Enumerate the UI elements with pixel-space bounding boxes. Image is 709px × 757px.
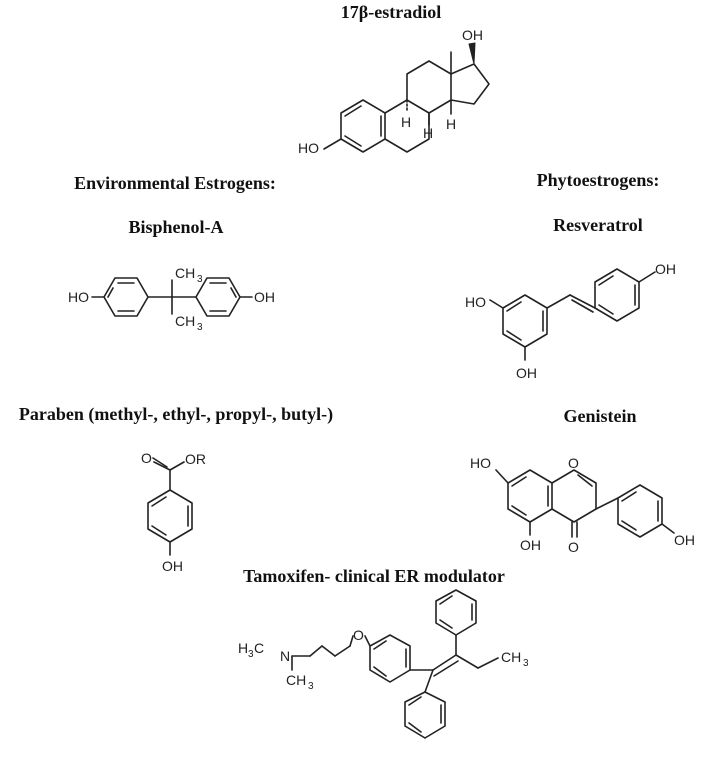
- resveratrol-oh-bottom: OH: [516, 365, 537, 381]
- genistein-ho-label: HO: [470, 455, 491, 471]
- estradiol-h-label-1: H: [401, 114, 411, 130]
- heading-bisphenol-a: Bisphenol-A: [128, 217, 224, 237]
- heading-paraben: Paraben (methyl-, ethyl-, propyl-, butyl…: [18, 404, 334, 424]
- heading-estradiol: 17β-estradiol: [340, 2, 442, 22]
- estradiol-structure: OH HO H H H: [298, 27, 490, 156]
- estradiol-h-label-2: H: [423, 125, 433, 141]
- tamoxifen-ch3-lower-sub: 3: [308, 681, 314, 692]
- paraben-oh-label: OH: [162, 558, 183, 574]
- bpa-ho-label: HO: [68, 289, 89, 305]
- tamoxifen-h3c-sub: 3: [248, 649, 254, 660]
- genistein-carbonyl-o-label: O: [568, 539, 579, 555]
- heading-genistein: Genistein: [563, 406, 637, 426]
- paraben-structure: O OR OH: [141, 450, 206, 574]
- bpa-ch3-bottom-label: CH: [175, 313, 195, 329]
- paraben-o-label: O: [141, 450, 152, 466]
- tamoxifen-n-label: N: [280, 648, 290, 664]
- tamoxifen-ch3-lower: CH: [286, 672, 306, 688]
- bpa-ch3-top-sub: 3: [197, 274, 203, 285]
- bisphenol-a-structure: HO OH CH 3 CH 3: [68, 265, 275, 333]
- heading-resveratrol: Resveratrol: [553, 215, 643, 235]
- tamoxifen-h3c-label: H: [238, 640, 248, 656]
- heading-tamoxifen: Tamoxifen- clinical ER modulator: [243, 566, 505, 586]
- heading-environmental-estrogens: Environmental Estrogens:: [74, 173, 276, 193]
- tamoxifen-structure: N O H 3 C CH 3 CH 3: [238, 589, 529, 739]
- tamoxifen-ch3-right-sub: 3: [523, 658, 529, 669]
- heading-phytoestrogens: Phytoestrogens:: [536, 170, 660, 190]
- genistein-oh-right-label: OH: [674, 532, 695, 548]
- genistein-ring-o-label: O: [568, 455, 579, 471]
- estradiol-oh-label: OH: [462, 27, 483, 43]
- genistein-oh-bottom-label: OH: [520, 537, 541, 553]
- paraben-or-label: OR: [185, 451, 206, 467]
- genistein-structure: O O HO OH OH: [470, 455, 695, 555]
- resveratrol-structure: OH HO OH: [465, 261, 676, 381]
- bpa-ch3-top-label: CH: [175, 265, 195, 281]
- tamoxifen-ch3-right: CH: [501, 649, 521, 665]
- tamoxifen-o-label: O: [353, 627, 364, 643]
- estradiol-ho-label: HO: [298, 140, 319, 156]
- bpa-oh-label: OH: [254, 289, 275, 305]
- estradiol-h-label-3: H: [446, 116, 456, 132]
- resveratrol-ho-left: HO: [465, 294, 486, 310]
- bpa-ch3-bottom-sub: 3: [197, 322, 203, 333]
- tamoxifen-h3c-c: C: [254, 640, 264, 656]
- resveratrol-oh-top: OH: [655, 261, 676, 277]
